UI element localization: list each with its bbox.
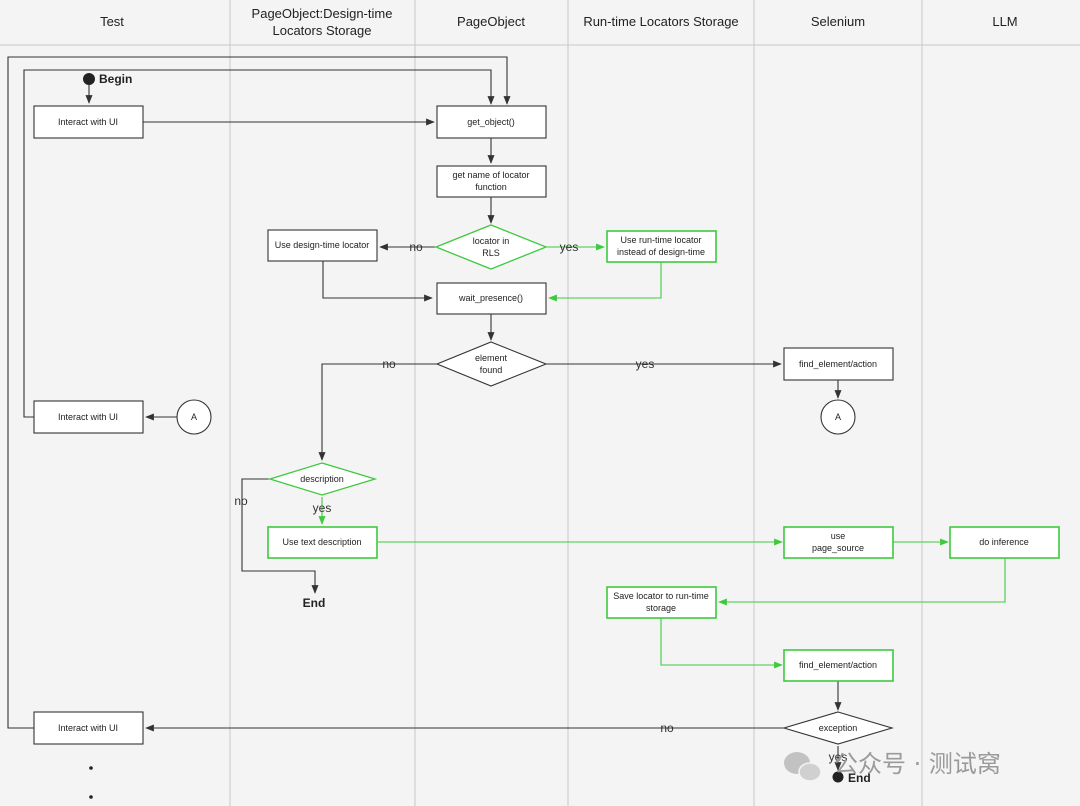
begin-label: Begin xyxy=(99,72,132,86)
interact-with-ui-box-1: Interact with UI xyxy=(33,105,144,139)
label-rls-no: no xyxy=(409,240,423,254)
use-text-description-box: Use text description xyxy=(267,526,378,559)
label-exception-yes: yes xyxy=(829,750,848,764)
edges-green xyxy=(318,243,1006,669)
use-design-time-locator-box: Use design-time locator xyxy=(267,229,378,262)
connector-a-right: A xyxy=(820,399,856,435)
find-element-action-box-2: find_element/action xyxy=(783,649,894,682)
description-decision: description xyxy=(267,462,378,496)
svg-text:description: description xyxy=(300,474,344,484)
svg-text:A: A xyxy=(835,412,841,422)
exception-decision: exception xyxy=(782,711,894,745)
lane-pageobject-title: PageObject xyxy=(457,14,525,29)
edge-save-find xyxy=(660,618,783,669)
label-exception-no: no xyxy=(660,721,674,735)
edge-loop-inner xyxy=(23,69,495,418)
end-label-exception: End xyxy=(848,771,871,785)
edge-runtime-wait xyxy=(548,262,662,302)
wechat-icon xyxy=(784,752,822,782)
lane-runtime-storage-title: Run-time Locators Storage xyxy=(583,14,738,29)
lane-selenium-title: Selenium xyxy=(811,14,865,29)
svg-text:find_element/action: find_element/action xyxy=(799,660,877,670)
svg-text:get_object(): get_object() xyxy=(467,117,515,127)
find-element-action-box-1: find_element/action xyxy=(783,347,894,381)
svg-text:Interact with UI: Interact with UI xyxy=(58,412,118,422)
label-found-no: no xyxy=(382,357,396,371)
bullet-dot xyxy=(89,795,93,799)
svg-text:Use design-time locator: Use design-time locator xyxy=(275,240,370,250)
end-node xyxy=(832,771,844,783)
label-found-yes: yes xyxy=(636,357,655,371)
lane-llm-title: LLM xyxy=(992,14,1017,29)
svg-text:A: A xyxy=(191,412,197,422)
bullet-dot xyxy=(89,766,93,770)
watermark-text: 公众号 · 测试窝 xyxy=(834,750,1001,778)
label-rls-yes: yes xyxy=(560,240,579,254)
svg-text:Interact with UI: Interact with UI xyxy=(58,117,118,127)
interact-with-ui-box-3: Interact with UI xyxy=(33,711,144,745)
lane-test-title: Test xyxy=(100,14,124,29)
svg-text:find_element/action: find_element/action xyxy=(799,359,877,369)
do-inference-box: do inference xyxy=(949,526,1060,559)
interact-with-ui-box-2: Interact with UI xyxy=(33,400,144,434)
edge-desc-no xyxy=(241,478,319,594)
edge-found-no xyxy=(318,363,437,461)
begin-node xyxy=(83,73,95,85)
edge-design-wait xyxy=(322,261,433,302)
end-label-description: End xyxy=(303,596,326,610)
label-desc-yes: yes xyxy=(313,501,332,515)
svg-text:exception: exception xyxy=(819,723,858,733)
svg-text:do inference: do inference xyxy=(979,537,1029,547)
svg-text:wait_presence(): wait_presence() xyxy=(458,293,523,303)
svg-text:Use text description: Use text description xyxy=(282,537,361,547)
svg-text:Interact with UI: Interact with UI xyxy=(58,723,118,733)
get-object-box: get_object() xyxy=(436,105,547,139)
edge-loop-outer xyxy=(7,56,511,729)
wait-presence-box: wait_presence() xyxy=(436,282,547,315)
connector-a-left: A xyxy=(176,399,212,435)
label-desc-no: no xyxy=(234,494,248,508)
edge-inference-save xyxy=(718,558,1006,606)
edges xyxy=(7,56,842,771)
